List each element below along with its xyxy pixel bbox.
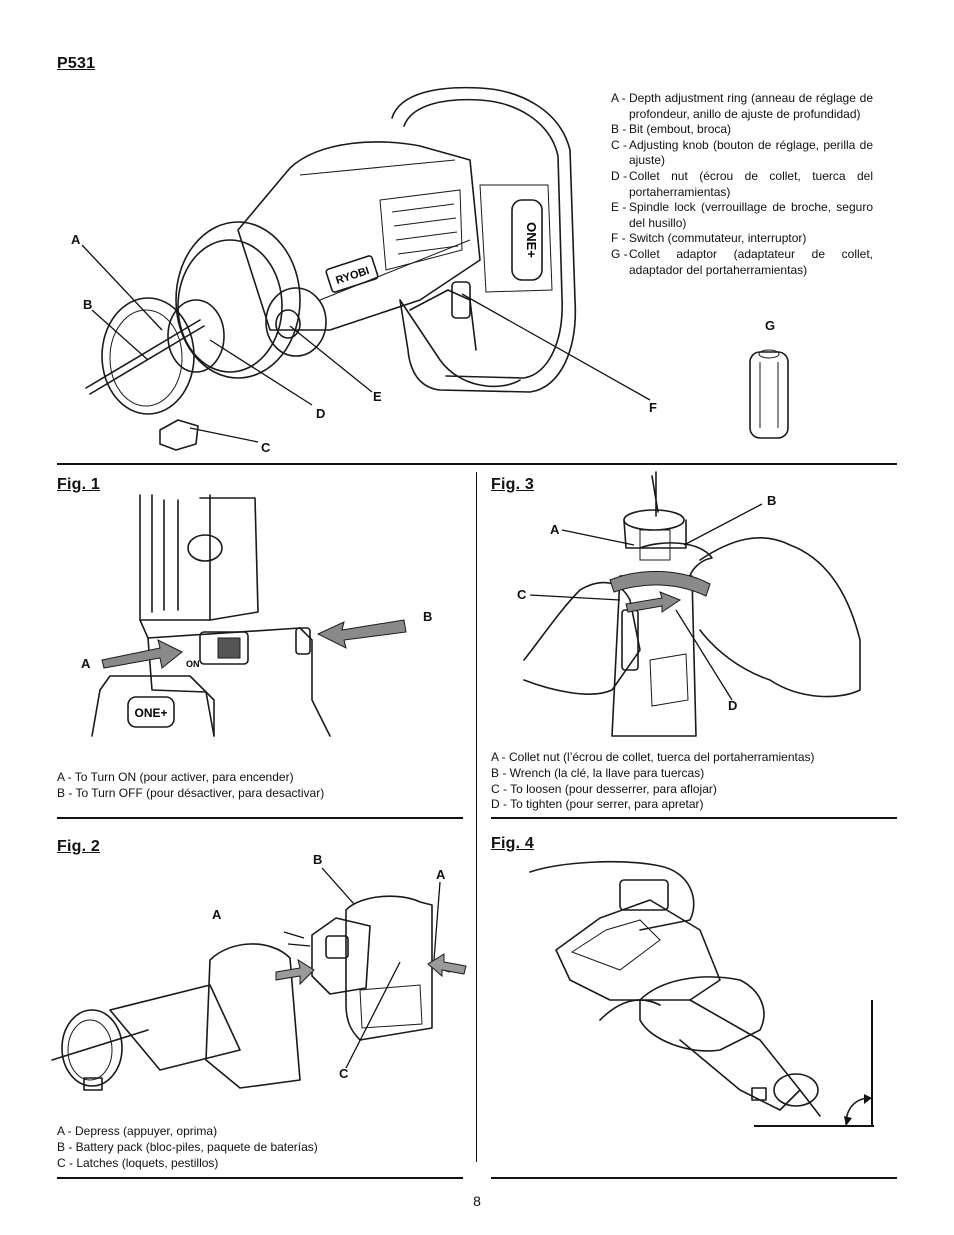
fig2-title: Fig. 2 <box>57 838 100 855</box>
legend-row-b: B -Bit (embout, broca) <box>611 122 732 137</box>
fig2-callout-b: B <box>313 852 323 867</box>
legend-row-c: C -Adjusting knob (bouton de réglage, pe… <box>611 137 873 168</box>
fig1-title: Fig. 1 <box>57 476 100 493</box>
fig4-title: Fig. 4 <box>491 835 534 852</box>
one-plus-mark: ONE+ <box>524 222 539 258</box>
callout-d: D <box>316 406 326 421</box>
fig3-caption-d: D - To tighten (pour serrer, para apreta… <box>491 797 704 812</box>
fig1-caption: A - To Turn ON (pour activer, para encen… <box>57 770 467 802</box>
fig3-caption-a: A - Collet nut (l’écrou de collet, tuerc… <box>491 750 815 764</box>
legend-row-f: F -Switch (commutateur, interruptor) <box>611 231 807 246</box>
fig2-divider <box>57 1177 463 1179</box>
callout-e: E <box>373 389 382 404</box>
fig1-caption-a: A - To Turn ON (pour activer, para encen… <box>57 770 294 784</box>
fig2-caption: A - Depress (appuyer, oprima) B - Batter… <box>57 1124 467 1171</box>
fig3-callout-d: D <box>728 698 738 713</box>
legend-row-d: D -Collet nut (écrou de collet, tuerca d… <box>611 168 873 199</box>
fig1-callout-b: B <box>423 609 433 624</box>
callout-g: G <box>765 318 776 333</box>
column-divider <box>476 472 477 1162</box>
legend-row-e: E -Spindle lock (verrouillage de broche,… <box>611 200 873 230</box>
callout-b: B <box>83 297 93 312</box>
tool-illustration: ONE+ RYOBI <box>81 86 789 451</box>
fig2-caption-a: A - Depress (appuyer, oprima) <box>57 1124 218 1138</box>
fig3-title: Fig. 3 <box>491 476 534 493</box>
fig1-divider <box>57 817 463 819</box>
fig3-callout-c: C <box>517 587 527 602</box>
fig2-callout-a-right: A <box>436 867 446 882</box>
callout-c: C <box>261 440 271 455</box>
fig3-callout-b: B <box>767 493 777 508</box>
legend-row-a: A -Depth adjustment ring (anneau de régl… <box>611 91 873 121</box>
callout-f: F <box>649 400 657 415</box>
fig2-caption-c: C - Latches (loquets, pestillos) <box>57 1155 219 1170</box>
fig3-caption-b: B - Wrench (la clé, la llave para tuerca… <box>491 765 705 780</box>
callout-a: A <box>71 232 81 247</box>
fig1-callout-a: A <box>81 656 91 671</box>
model-title: P531 <box>57 55 96 72</box>
fig2-callout-a-left: A <box>212 907 222 922</box>
fig2-callout-c: C <box>339 1066 349 1081</box>
fig4-divider <box>491 1177 897 1179</box>
fig3-divider <box>491 817 897 819</box>
fig3-caption: A - Collet nut (l’écrou de collet, tuerc… <box>491 750 896 813</box>
page-number: 8 <box>473 1193 481 1209</box>
main-legend: A -Depth adjustment ring (anneau de régl… <box>611 91 873 278</box>
top-divider <box>57 463 897 465</box>
fig1-caption-b: B - To Turn OFF (pour désactiver, para d… <box>57 785 325 800</box>
fig2-caption-b: B - Battery pack (bloc-piles, paquete de… <box>57 1139 318 1154</box>
fig1-on-mark: ON <box>186 659 200 669</box>
fig3-caption-c: C - To loosen (pour desserrer, para aflo… <box>491 781 717 796</box>
legend-row-g: G -Collet adaptor (adaptateur de collet,… <box>611 246 873 277</box>
fig3-callout-a: A <box>550 522 560 537</box>
fig1-one-plus-mark: ONE+ <box>134 706 167 720</box>
